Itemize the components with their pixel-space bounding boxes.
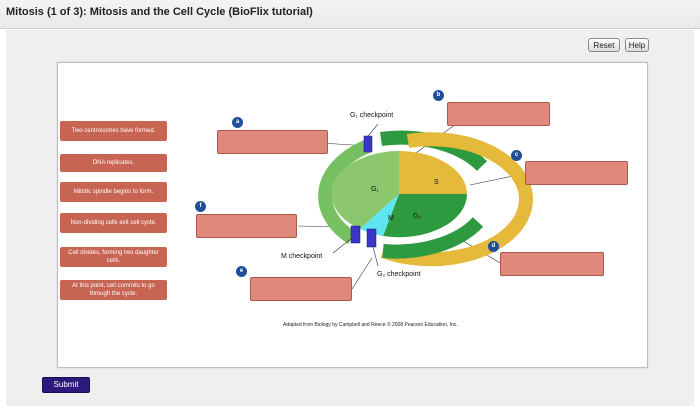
phase-m-label: M	[388, 215, 394, 222]
drop-target-c[interactable]	[525, 161, 628, 185]
outer-ring-bottom-arc	[382, 217, 484, 259]
g1-checkpoint-label: G₁ checkpoint	[350, 112, 394, 119]
label-tile-text: DNA replicates.	[92, 160, 135, 166]
m-checkpoint-pointer	[332, 237, 353, 254]
g1-checkpoint-marker	[363, 135, 373, 153]
title-bar: Mitosis (1 of 3): Mitosis and the Cell C…	[0, 0, 700, 29]
drop-target-a[interactable]	[217, 130, 328, 154]
g2-checkpoint-marker	[366, 228, 377, 248]
target-badge-d: d	[488, 241, 499, 252]
label-tile-dna-replicates[interactable]: DNA replicates.	[60, 154, 167, 172]
phase-m-wedge	[360, 194, 399, 236]
label-tile-commits[interactable]: At this point, cell commits to go throug…	[60, 280, 167, 300]
label-tile-centrosomes[interactable]: Two centrosomes have formed.	[60, 121, 167, 141]
label-tile-spindle[interactable]: Mitotic spindle begins to form.	[60, 182, 167, 202]
phase-s-wedge	[399, 151, 467, 194]
target-badge-c: c	[511, 150, 522, 161]
target-badge-e: e	[236, 266, 247, 277]
label-tile-text: At this point, cell commits to go throug…	[72, 283, 155, 297]
app-title: Mitosis (1 of 3): Mitosis and the Cell C…	[6, 6, 313, 18]
label-tile-text: Mitotic spindle begins to form.	[73, 189, 154, 195]
phase-g1-wedge	[331, 151, 399, 229]
drop-target-e[interactable]	[250, 277, 352, 301]
help-button[interactable]: Help	[625, 38, 649, 52]
phase-s-label: S	[434, 179, 439, 186]
outer-ring-g0-arc	[318, 139, 371, 244]
drop-target-d[interactable]	[500, 252, 604, 276]
drop-target-b[interactable]	[447, 102, 550, 126]
g1-checkpoint-pointer	[367, 123, 379, 137]
target-badge-b: b	[433, 90, 444, 101]
phase-g2-label: G₂	[413, 213, 422, 220]
phase-g2-wedge	[383, 194, 468, 238]
m-checkpoint-label: M checkpoint	[281, 253, 323, 260]
reset-button[interactable]: Reset	[588, 38, 620, 52]
label-tile-cell-divides[interactable]: Cell divides, forming two daughter cells…	[60, 247, 167, 267]
target-badge-a: a	[232, 117, 243, 128]
label-tile-text: Cell divides, forming two daughter cells…	[68, 250, 159, 264]
attribution-caption: Adapted from Biology by Campbell and Ree…	[283, 322, 458, 328]
leader-line-e	[351, 257, 373, 290]
outer-ring-yellow-arc	[380, 132, 533, 267]
m-checkpoint-marker	[350, 225, 361, 244]
target-badge-f: f	[195, 201, 206, 212]
g2-checkpoint-pointer	[372, 246, 379, 267]
g2-checkpoint-label: G₂ checkpoint	[377, 271, 421, 278]
drop-target-f[interactable]	[196, 214, 297, 238]
label-tile-exit-cycle[interactable]: Non-dividing cells exit cell cycle.	[60, 213, 167, 233]
submit-button[interactable]: Submit	[42, 377, 90, 393]
label-tile-text: Non-dividing cells exit cell cycle.	[70, 220, 157, 226]
label-tile-text: Two centrosomes have formed.	[71, 128, 156, 134]
phase-g1-label: G₁	[371, 186, 379, 193]
